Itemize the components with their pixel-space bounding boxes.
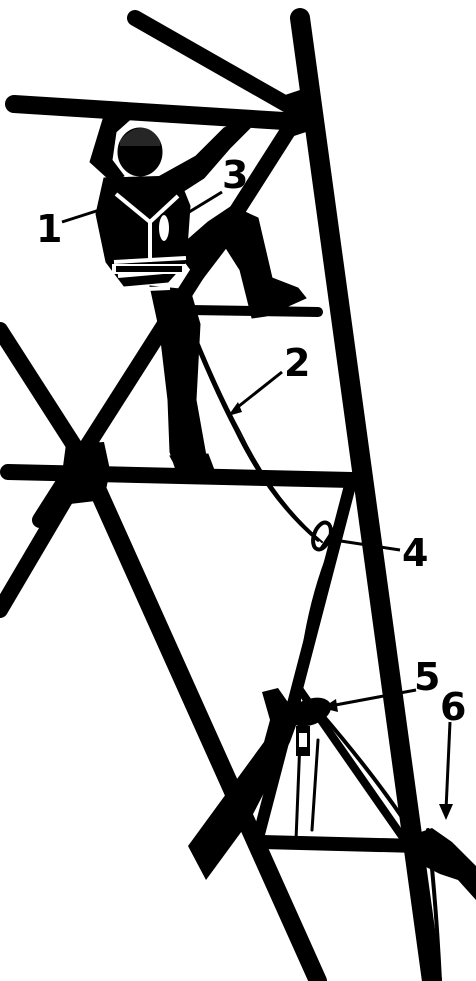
callout-4: 4 [402, 531, 428, 575]
callout-arrow-2 [234, 372, 282, 410]
tower-joint-hub [62, 442, 110, 504]
climber-raised-leg [176, 206, 306, 318]
tower-inner-brace [258, 478, 352, 838]
tower-lower-beam [262, 842, 418, 846]
callout-3: 3 [222, 153, 248, 197]
callout-1: 1 [36, 207, 62, 251]
callout-arrow-6 [446, 722, 450, 810]
tower-top-beam [14, 104, 300, 122]
callout-5: 5 [414, 655, 440, 699]
tower-top-brace [135, 18, 300, 112]
callout-6: 6 [440, 685, 466, 729]
callout-2: 2 [284, 341, 310, 385]
chest-attachment [158, 214, 170, 242]
